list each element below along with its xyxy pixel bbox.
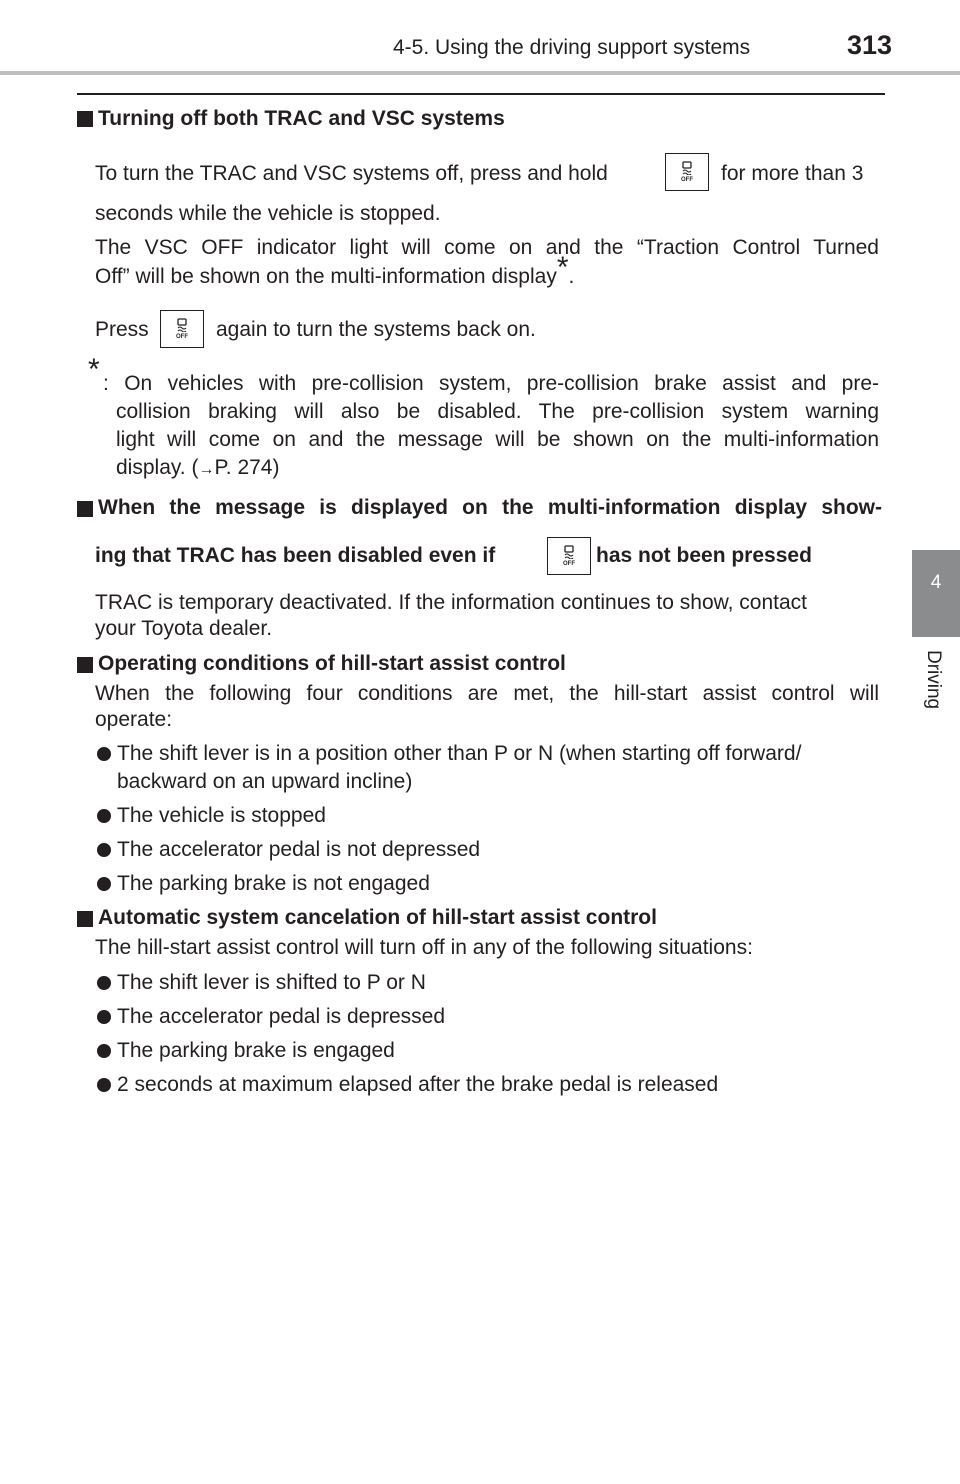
- chapter-tab: [912, 550, 960, 637]
- paragraph-text: When the following four conditions are m…: [95, 682, 879, 705]
- bullet-dot-icon: [97, 809, 111, 823]
- paragraph-text: again to turn the systems back on.: [216, 318, 536, 341]
- reference-arrow-icon: →: [198, 461, 215, 478]
- list-item: The shift lever is in a position other t…: [117, 742, 802, 765]
- off-label: OFF: [176, 334, 188, 340]
- paragraph-text: The VSC OFF indicator light will come on…: [95, 236, 879, 259]
- paragraph-text: for more than 3: [721, 162, 864, 185]
- header-rule: [0, 71, 960, 75]
- list-item: The shift lever is shifted to P or N: [117, 971, 426, 994]
- section-heading: Automatic system cancelation of hill-sta…: [98, 906, 657, 929]
- paragraph-text: The hill-start assist control will turn …: [95, 936, 753, 959]
- paragraph-text: operate:: [95, 708, 173, 731]
- page-number: 313: [847, 30, 893, 60]
- list-item: The parking brake is engaged: [117, 1039, 395, 1062]
- section-header-title: 4-5. Using the driving support systems: [393, 36, 751, 59]
- heading-square-icon: [77, 501, 93, 517]
- bullet-dot-icon: [97, 1044, 111, 1058]
- list-item: The accelerator pedal is not depressed: [117, 838, 481, 861]
- heading-square-icon: [77, 657, 93, 673]
- trac-vsc-off-switch-icon: OFF: [547, 537, 591, 575]
- paragraph-segment: .: [568, 265, 575, 288]
- bullet-dot-icon: [97, 1078, 111, 1092]
- section-heading: When the message is displayed on the mul…: [98, 496, 882, 519]
- footnote-text: display. (→P. 274): [116, 454, 279, 484]
- bullet-dot-icon: [97, 877, 111, 891]
- footnote-mark: *: [556, 251, 569, 284]
- paragraph-segment: Off” will be shown on the multi-informat…: [95, 265, 557, 288]
- footnote-mark: *: [88, 353, 100, 386]
- page-reference-link[interactable]: P. 274): [214, 456, 280, 479]
- paragraph-text: To turn the TRAC and VSC systems off, pr…: [95, 162, 608, 185]
- paragraph-text: your Toyota dealer.: [95, 617, 273, 640]
- trac-vsc-off-switch-icon: OFF: [665, 153, 709, 191]
- skid-car-icon: [682, 161, 692, 175]
- bullet-dot-icon: [97, 976, 111, 990]
- footnote-text: : On vehicles with pre-collision system,…: [103, 372, 879, 395]
- skid-car-icon: [564, 545, 574, 559]
- list-item: The accelerator pedal is depressed: [117, 1005, 446, 1028]
- chapter-number: 4: [930, 572, 942, 593]
- off-label: OFF: [563, 561, 575, 567]
- list-item: 2 seconds at maximum elapsed after the b…: [117, 1073, 719, 1096]
- heading-square-icon: [77, 911, 93, 927]
- section-heading: ing that TRAC has been disabled even if: [95, 544, 496, 567]
- list-item: The parking brake is not engaged: [117, 872, 430, 895]
- section-heading: Turning off both TRAC and VSC systems: [98, 107, 505, 130]
- paragraph-text: Press: [95, 318, 149, 341]
- footnote-text: collision braking will also be disabled.…: [116, 400, 879, 423]
- trac-vsc-off-switch-icon: OFF: [160, 310, 204, 348]
- content-top-rule: [77, 93, 885, 95]
- paragraph-text: seconds while the vehicle is stopped.: [95, 202, 441, 225]
- chapter-name: Driving: [923, 650, 944, 710]
- bullet-dot-icon: [97, 843, 111, 857]
- paragraph-text: Off” will be shown on the multi-informat…: [95, 253, 575, 291]
- list-item: The vehicle is stopped: [117, 804, 326, 827]
- footnote-text: light will come on and the message will …: [116, 428, 879, 451]
- bullet-dot-icon: [97, 747, 111, 761]
- paragraph-text: TRAC is temporary deactivated. If the in…: [95, 591, 808, 614]
- list-item: backward on an upward incline): [117, 770, 413, 793]
- heading-square-icon: [77, 111, 93, 127]
- bullet-dot-icon: [97, 1010, 111, 1024]
- off-label: OFF: [681, 177, 693, 183]
- footnote-segment: display. (: [116, 456, 199, 479]
- skid-car-icon: [177, 318, 187, 332]
- section-heading: has not been pressed: [596, 544, 812, 567]
- section-heading: Operating conditions of hill-start assis…: [98, 652, 566, 675]
